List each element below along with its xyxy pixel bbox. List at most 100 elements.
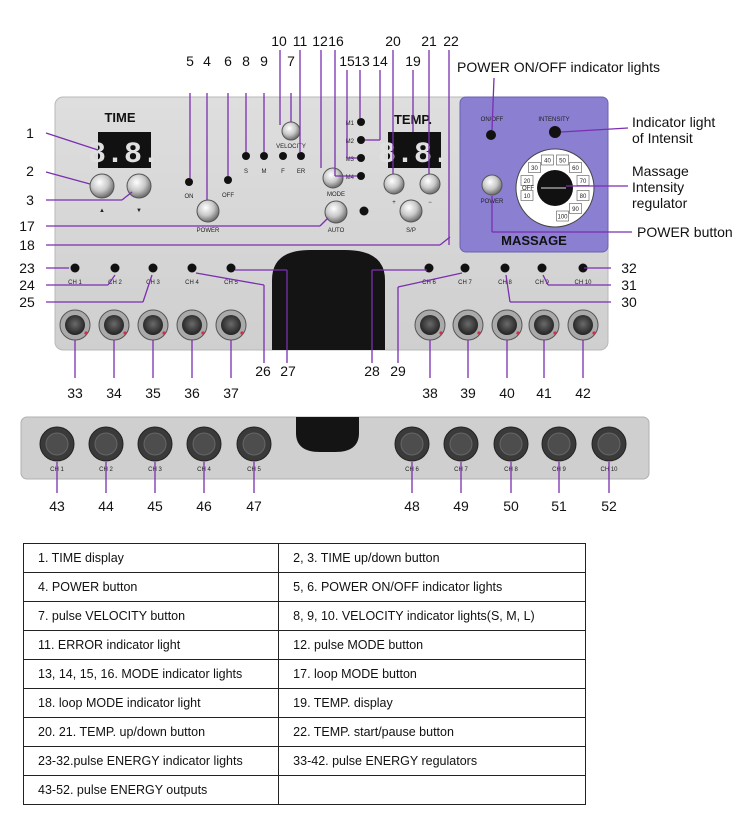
energy-output-socket-4: [192, 432, 216, 456]
energy-regulator-knob-5: [221, 315, 241, 335]
legend-cell: 13, 14, 15, 16. MODE indicator lights: [22, 659, 280, 689]
channel-light-label-5: CH 5: [224, 280, 238, 286]
legend-cell: 33-42. pulse ENERGY regulators: [278, 746, 586, 776]
callout-17: 17: [19, 218, 35, 234]
channel-light-2: [110, 263, 120, 273]
temp-display-digits: 8.8.: [378, 138, 450, 172]
callout-output-1: 43: [49, 498, 65, 514]
callout-output-7: 49: [453, 498, 469, 514]
channel-light-label-7: CH 7: [458, 280, 472, 286]
callout-output-8: 50: [503, 498, 519, 514]
channel-light-5: [226, 263, 236, 273]
annotation-intensity-light-1: Indicator light: [632, 114, 715, 130]
callout-11: 11: [293, 33, 308, 49]
dial-box-30: [528, 162, 541, 173]
callout-19: 19: [405, 53, 421, 69]
dial-box-80: [576, 190, 590, 201]
legend-cell: 11. ERROR indicator light: [22, 630, 280, 660]
intensity-light: [549, 126, 561, 138]
mode-button[interactable]: [322, 167, 344, 189]
temp-down-button[interactable]: [419, 173, 441, 195]
callout-output-4: 46: [196, 498, 212, 514]
callout-regulator-3: 35: [145, 385, 161, 401]
channel-light-9: [537, 263, 547, 273]
temp-display: [388, 132, 441, 168]
energy-regulator-dot-3: [162, 331, 166, 335]
callout-4: 4: [203, 53, 211, 69]
temp-up-button[interactable]: [383, 173, 405, 195]
channel-light-label-8: CH 8: [498, 280, 512, 286]
callout-regulator-1: 33: [67, 385, 83, 401]
callout-6: 6: [224, 53, 232, 69]
dial-off-label: OFF: [522, 186, 534, 192]
energy-output-socket-10: [597, 432, 621, 456]
dial-number-90: 90: [572, 207, 579, 213]
intensity-label: INTENSITY: [538, 117, 569, 123]
energy-regulator-knob-4: [182, 315, 202, 335]
massage-power-button[interactable]: [481, 174, 503, 196]
annotation-power-lights: POWER ON/OFF indicator lights: [457, 59, 660, 75]
energy-regulator-knob-2: [104, 315, 124, 335]
time-display: [98, 132, 151, 168]
dial-number-50: 50: [559, 158, 566, 164]
m3-label: M3: [346, 157, 355, 163]
energy-regulator-dot-9: [553, 331, 557, 335]
callout-21: 21: [421, 33, 437, 49]
channel-light-6: [424, 263, 434, 273]
power-label: POWER: [197, 228, 220, 234]
energy-regulator-knob-7: [458, 315, 478, 335]
energy-regulator-knob-3: [143, 315, 163, 335]
legend-cell: 7. pulse VELOCITY button: [22, 601, 280, 631]
energy-regulator-dot-4: [201, 331, 205, 335]
callout-18: 18: [19, 237, 35, 253]
energy-output-socket-1: [45, 432, 69, 456]
m-label: M: [262, 169, 267, 175]
channel-light-label-6: CH 6: [422, 280, 436, 286]
channel-light-label-2: CH 2: [108, 280, 122, 286]
callout-regulator-7: 39: [460, 385, 476, 401]
velocity-label: VELOCITY: [276, 144, 306, 150]
velocity-f-light: [279, 152, 287, 160]
massage-title: MASSAGE: [501, 233, 567, 248]
legend-cell: 18. loop MODE indicator light: [22, 688, 280, 718]
off-indicator-light: [224, 176, 232, 184]
dial-number-70: 70: [580, 179, 587, 185]
legend-cell: 19. TEMP. display: [278, 688, 586, 718]
energy-output-socket-7: [449, 432, 473, 456]
dial-number-60: 60: [572, 166, 579, 172]
power-button[interactable]: [196, 199, 220, 223]
callout-2: 2: [26, 163, 34, 179]
velocity-button[interactable]: [281, 121, 301, 141]
device-diagram: MASSAGE TIME 8.8. ▲ ▼ ON OFF POWER S M F…: [19, 33, 732, 514]
callout-20: 20: [385, 33, 401, 49]
channel-light-7: [460, 263, 470, 273]
energy-regulator-knob-1: [65, 315, 85, 335]
energy-output-socket-3: [143, 432, 167, 456]
mode-label: MODE: [327, 192, 345, 198]
er-label: ER: [297, 169, 306, 175]
energy-regulator-dot-2: [123, 331, 127, 335]
output-arch: [296, 417, 359, 452]
dial-box-90: [569, 203, 582, 214]
legend-cell: 12. pulse MODE button: [278, 630, 586, 660]
energy-regulator-dot-10: [592, 331, 596, 335]
temp-start-pause-button[interactable]: [399, 199, 423, 223]
down-arrow-icon: ▼: [136, 208, 142, 214]
auto-button[interactable]: [324, 200, 348, 224]
massage-onoff-light: [486, 130, 496, 140]
dial-box-100: [556, 210, 569, 222]
mode-light-m3: [357, 154, 365, 162]
time-down-button[interactable]: [126, 173, 152, 199]
energy-regulator-knob-6: [420, 315, 440, 335]
time-up-button[interactable]: [89, 173, 115, 199]
legend-cell: 5, 6. POWER ON/OFF indicator lights: [278, 572, 586, 602]
callout-9: 9: [260, 53, 268, 69]
channel-light-4: [187, 263, 197, 273]
legend-cell: [278, 775, 586, 805]
callout-3: 3: [26, 192, 34, 208]
callout-8: 8: [242, 53, 250, 69]
dial-number-20: 20: [524, 179, 531, 185]
legend-cell: 20. 21. TEMP. up/down button: [22, 717, 280, 747]
